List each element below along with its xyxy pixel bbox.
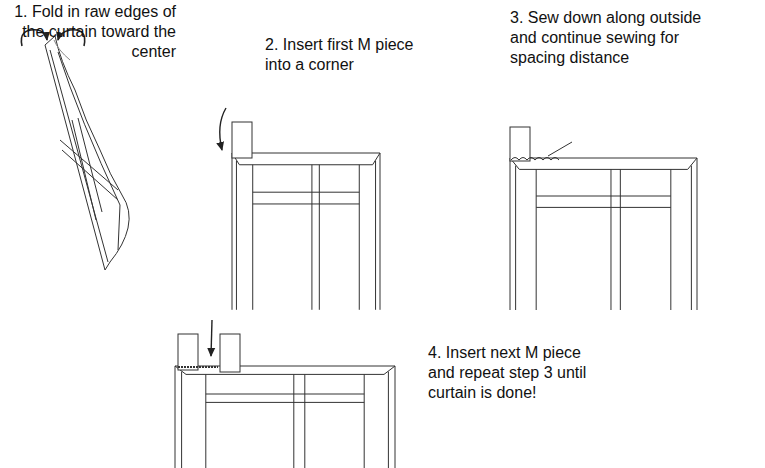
- curtain-frame: [232, 153, 380, 310]
- curtain-frame: [175, 366, 395, 468]
- stitches: [178, 366, 218, 368]
- step-text: 4. Insert next M piece and repeat step 3…: [428, 343, 608, 403]
- m-piece: [510, 127, 530, 161]
- stitches: [511, 158, 559, 161]
- step-text: 2. Insert first M piece into a corner: [265, 35, 430, 75]
- needle-line: [548, 142, 572, 156]
- step-text: 1. Fold in raw edges of the curtain towa…: [4, 2, 176, 62]
- m-piece: [178, 334, 198, 370]
- m-piece: [232, 122, 252, 158]
- curtain-frame: [510, 158, 697, 310]
- curtain-panel: [45, 36, 129, 270]
- insert-arrow: [211, 320, 212, 356]
- step-text: 3. Sew down along outside and continue s…: [510, 8, 715, 68]
- m-piece: [220, 334, 240, 372]
- insert-arrow: [220, 108, 226, 150]
